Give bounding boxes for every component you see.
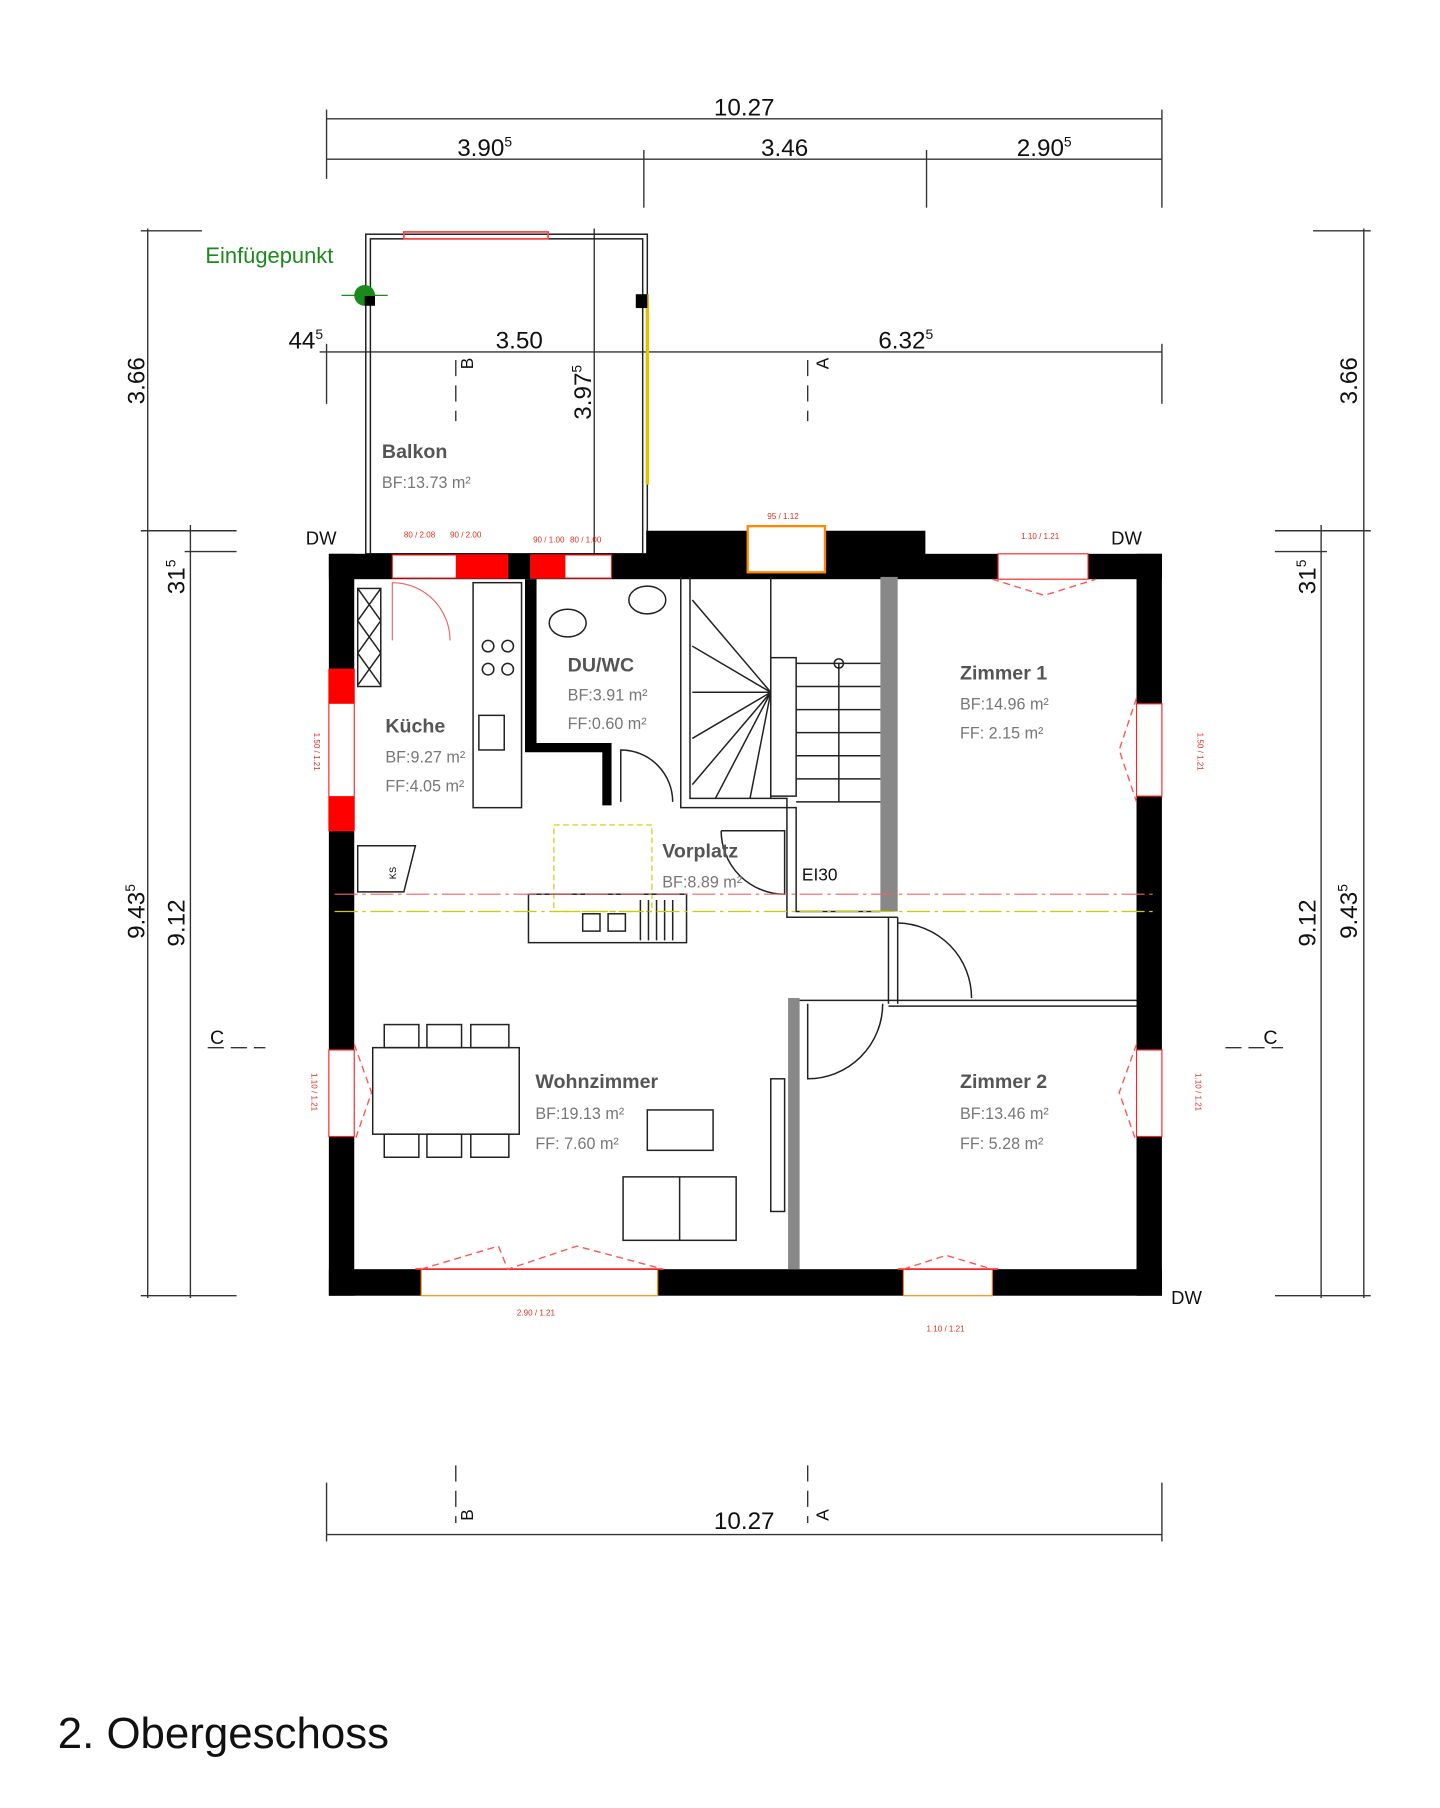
dim-balcony-offset: 445 xyxy=(288,326,323,354)
dim-overall-top: 10.27 xyxy=(714,94,775,121)
dim-top-1: 3.905 xyxy=(457,134,512,162)
svg-text:1.10 / 1.21: 1.10 / 1.21 xyxy=(1021,532,1060,541)
dim-right-1: 3.66 xyxy=(1336,357,1363,404)
room-wohnzimmer: Wohnzimmer BF:19.13 m² FF: 7.60 m² xyxy=(535,1071,658,1153)
dw-label-bottom-right: DW xyxy=(1171,1287,1202,1308)
dim-left-2: 315 xyxy=(162,559,190,594)
svg-text:95 / 1.12: 95 / 1.12 xyxy=(767,512,799,521)
svg-text:FF: 2.15 m²: FF: 2.15 m² xyxy=(960,724,1044,742)
section-b-bottom: B xyxy=(457,1509,477,1521)
section-a-bottom: A xyxy=(812,1509,832,1521)
svg-text:90 / 2.00: 90 / 2.00 xyxy=(450,531,482,540)
dimension-lines xyxy=(140,109,1371,1542)
svg-text:BF:9.27 m²: BF:9.27 m² xyxy=(385,749,465,767)
room-vorplatz: Vorplatz BF:8.89 m² xyxy=(662,840,742,891)
furniture: KS xyxy=(334,576,1154,1242)
room-balkon: Balkon BF:13.73 m² xyxy=(382,441,471,492)
dim-top-3: 2.905 xyxy=(1017,134,1072,162)
dim-right-2: 315 xyxy=(1293,559,1321,594)
section-b-top: B xyxy=(457,358,477,370)
dw-label-top-left: DW xyxy=(306,528,337,549)
svg-text:1.50 / 1.21: 1.50 / 1.21 xyxy=(1196,733,1205,772)
svg-text:BF:3.91 m²: BF:3.91 m² xyxy=(568,686,648,704)
svg-text:FF:4.05 m²: FF:4.05 m² xyxy=(385,778,465,796)
section-a-top: A xyxy=(812,357,832,369)
floor-title: 2. Obergeschoss xyxy=(58,1709,389,1758)
dim-left-4: 9.435 xyxy=(122,884,150,939)
svg-text:FF:0.60 m²: FF:0.60 m² xyxy=(568,715,648,733)
dim-right-4: 9.435 xyxy=(1335,884,1363,939)
room-zimmer-2: Zimmer 2 BF:13.46 m² FF: 5.28 m² xyxy=(960,1071,1049,1153)
svg-text:2.90 / 1.21: 2.90 / 1.21 xyxy=(517,1308,556,1317)
svg-text:90 / 1.00: 90 / 1.00 xyxy=(533,535,565,544)
svg-text:FF: 5.28 m²: FF: 5.28 m² xyxy=(960,1135,1044,1153)
svg-text:DU/WC: DU/WC xyxy=(568,655,634,677)
svg-text:Balkon: Balkon xyxy=(382,441,447,463)
dim-balcony-depth: 3.975 xyxy=(569,365,597,420)
svg-text:BF:13.73 m²: BF:13.73 m² xyxy=(382,474,471,492)
svg-text:Küche: Küche xyxy=(385,716,445,738)
svg-text:BF:13.46 m²: BF:13.46 m² xyxy=(960,1105,1049,1123)
svg-text:Wohnzimmer: Wohnzimmer xyxy=(535,1071,658,1093)
svg-text:FF: 7.60 m²: FF: 7.60 m² xyxy=(535,1135,619,1153)
svg-text:Zimmer 1: Zimmer 1 xyxy=(960,663,1047,685)
dim-left-3: 9.12 xyxy=(164,899,191,946)
windows xyxy=(328,524,1163,1297)
room-kueche: Küche BF:9.27 m² FF:4.05 m² xyxy=(385,716,465,796)
svg-text:BF:19.13 m²: BF:19.13 m² xyxy=(535,1105,624,1123)
svg-text:Vorplatz: Vorplatz xyxy=(662,840,738,862)
svg-text:1.10 / 1.21: 1.10 / 1.21 xyxy=(927,1324,966,1333)
dw-label-top-right: DW xyxy=(1111,528,1142,549)
section-c-right: C xyxy=(1263,1027,1277,1049)
section-marks xyxy=(207,359,1284,1524)
dim-right-3: 9.12 xyxy=(1294,899,1321,946)
svg-text:1.50 / 1.21: 1.50 / 1.21 xyxy=(312,733,321,772)
svg-text:80 / 1.00: 80 / 1.00 xyxy=(570,535,602,544)
section-c-left: C xyxy=(210,1027,224,1049)
room-du-wc: DU/WC BF:3.91 m² FF:0.60 m² xyxy=(568,655,648,734)
ks-label: KS xyxy=(388,867,398,879)
insertion-point-label: Einfügepunkt xyxy=(205,243,333,268)
balcony-outline xyxy=(365,233,649,555)
balcony-railing xyxy=(402,231,549,240)
insertion-point-icon xyxy=(341,284,388,306)
room-zimmer-1: Zimmer 1 BF:14.96 m² FF: 2.15 m² xyxy=(960,663,1049,743)
staircase-icon xyxy=(691,576,881,803)
ei30-label: EI30 xyxy=(802,864,838,884)
dim-left-1: 3.66 xyxy=(123,357,150,404)
svg-text:Zimmer 2: Zimmer 2 xyxy=(960,1071,1047,1093)
window-labels: 80 / 2.08 90 / 2.00 90 / 1.00 80 / 1.00 … xyxy=(310,512,1205,1333)
dim-balcony-width: 3.50 xyxy=(496,327,543,354)
svg-text:BF:14.96 m²: BF:14.96 m² xyxy=(960,696,1049,714)
svg-text:1.10 / 1.21: 1.10 / 1.21 xyxy=(1193,1073,1202,1112)
svg-text:1.10 / 1.21: 1.10 / 1.21 xyxy=(310,1073,319,1112)
walls xyxy=(328,530,1162,1296)
dim-balcony-rest: 6.325 xyxy=(878,326,933,354)
dim-overall-bottom: 10.27 xyxy=(714,1508,775,1535)
svg-text:BF:8.89 m²: BF:8.89 m² xyxy=(662,873,742,891)
dim-top-2: 3.46 xyxy=(761,135,808,162)
svg-text:80 / 2.08: 80 / 2.08 xyxy=(404,531,436,540)
